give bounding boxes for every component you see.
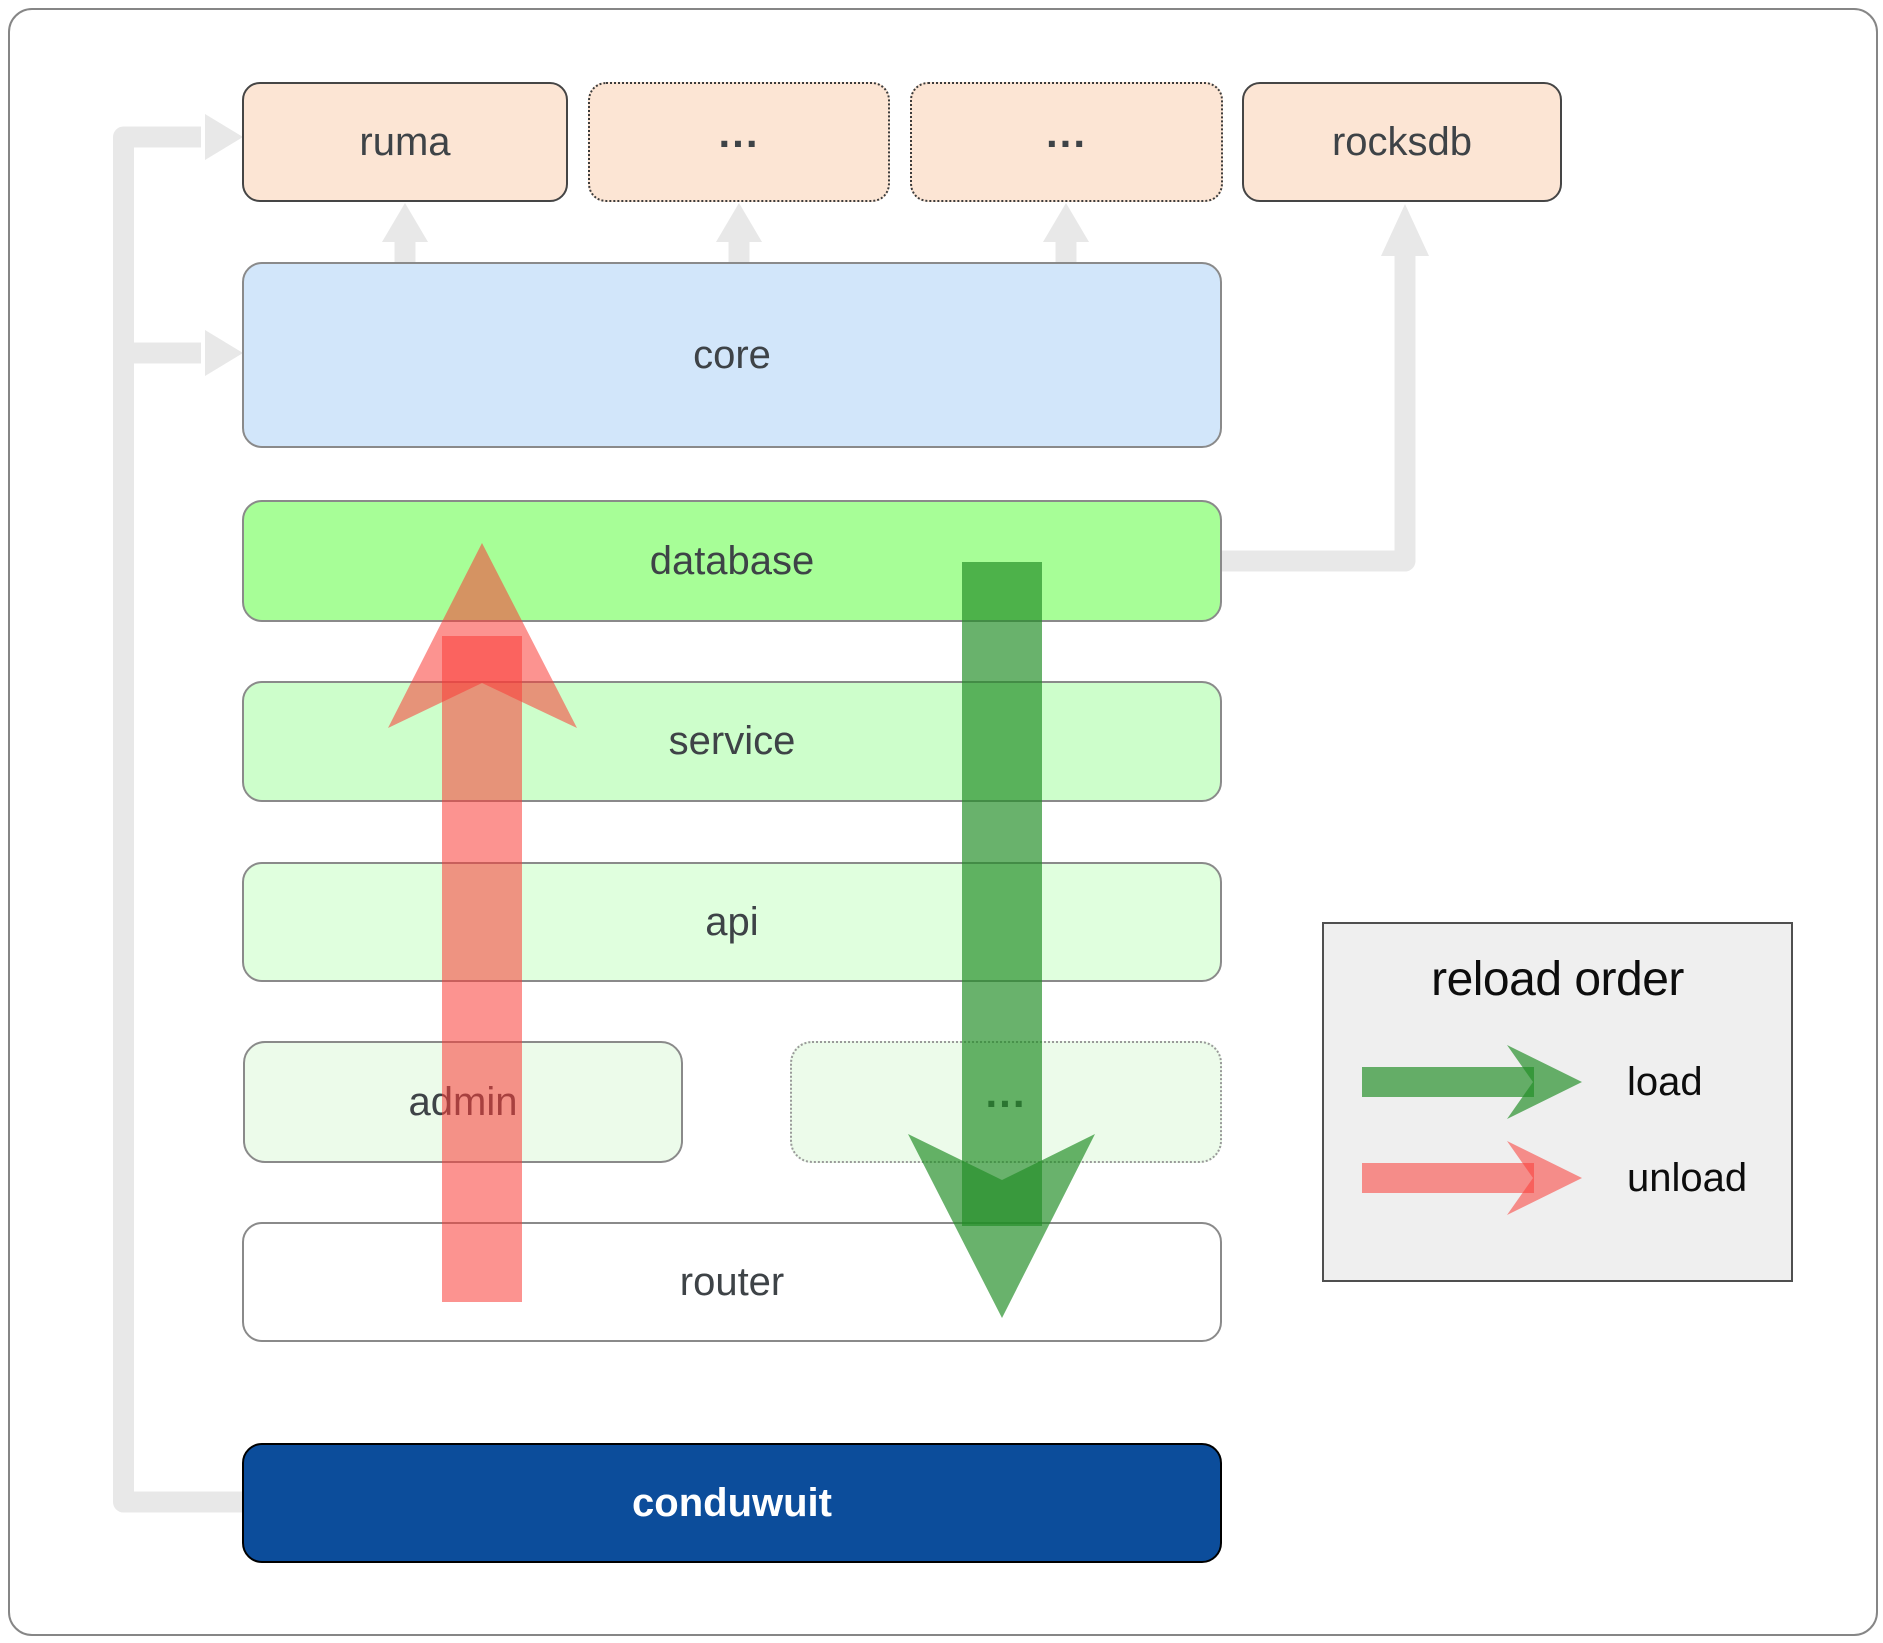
arrowhead-core-to-ellipsis2-icon (1043, 203, 1089, 242)
node-database-label: database (649, 538, 815, 583)
flow-line-database-to-rocksdb (1222, 254, 1416, 572)
node-ellipsis-2-label: ... (1045, 109, 1087, 156)
node-admin-label: admin (408, 1079, 518, 1124)
arrowhead-into-ruma-icon (205, 114, 243, 160)
node-core-label: core (693, 332, 771, 377)
node-ellipsis-2: ... (910, 82, 1223, 202)
node-router: router (242, 1222, 1222, 1342)
node-ruma: ruma (242, 82, 568, 202)
node-core: core (242, 262, 1222, 448)
arrowhead-core-to-ellipsis1-icon (716, 203, 762, 242)
node-service-label: service (668, 719, 796, 763)
node-ellipsis-1-label: ... (718, 109, 760, 156)
node-ruma-label: ruma (359, 119, 451, 164)
node-ellipsis-1: ... (588, 82, 890, 202)
node-ellipsis-3-label: ... (985, 1069, 1027, 1116)
node-database: database (242, 500, 1222, 622)
legend-load-label: load (1627, 1060, 1703, 1104)
legend-unload-label: unload (1627, 1156, 1748, 1200)
arrowhead-into-core-icon (205, 330, 243, 376)
node-rocksdb: rocksdb (1242, 82, 1562, 202)
flow-line-conduwuit-to-ruma (113, 126, 242, 1513)
node-admin: admin (243, 1041, 683, 1163)
legend-title: reload order (1431, 953, 1684, 1006)
node-service: service (242, 681, 1222, 802)
node-conduwuit: conduwuit (242, 1443, 1222, 1563)
node-router-label: router (679, 1259, 785, 1304)
node-ellipsis-3: ... (790, 1041, 1222, 1163)
node-rocksdb-label: rocksdb (1331, 119, 1473, 164)
legend-reload-order: reload order load unload (1322, 922, 1793, 1282)
arrowhead-core-to-ruma-icon (382, 203, 428, 242)
arrowhead-into-rocksdb-icon (1381, 204, 1429, 256)
node-api-label: api (705, 899, 759, 944)
node-conduwuit-label: conduwuit (632, 1480, 832, 1525)
diagram-outer-border (8, 8, 1878, 1636)
node-api: api (242, 862, 1222, 982)
